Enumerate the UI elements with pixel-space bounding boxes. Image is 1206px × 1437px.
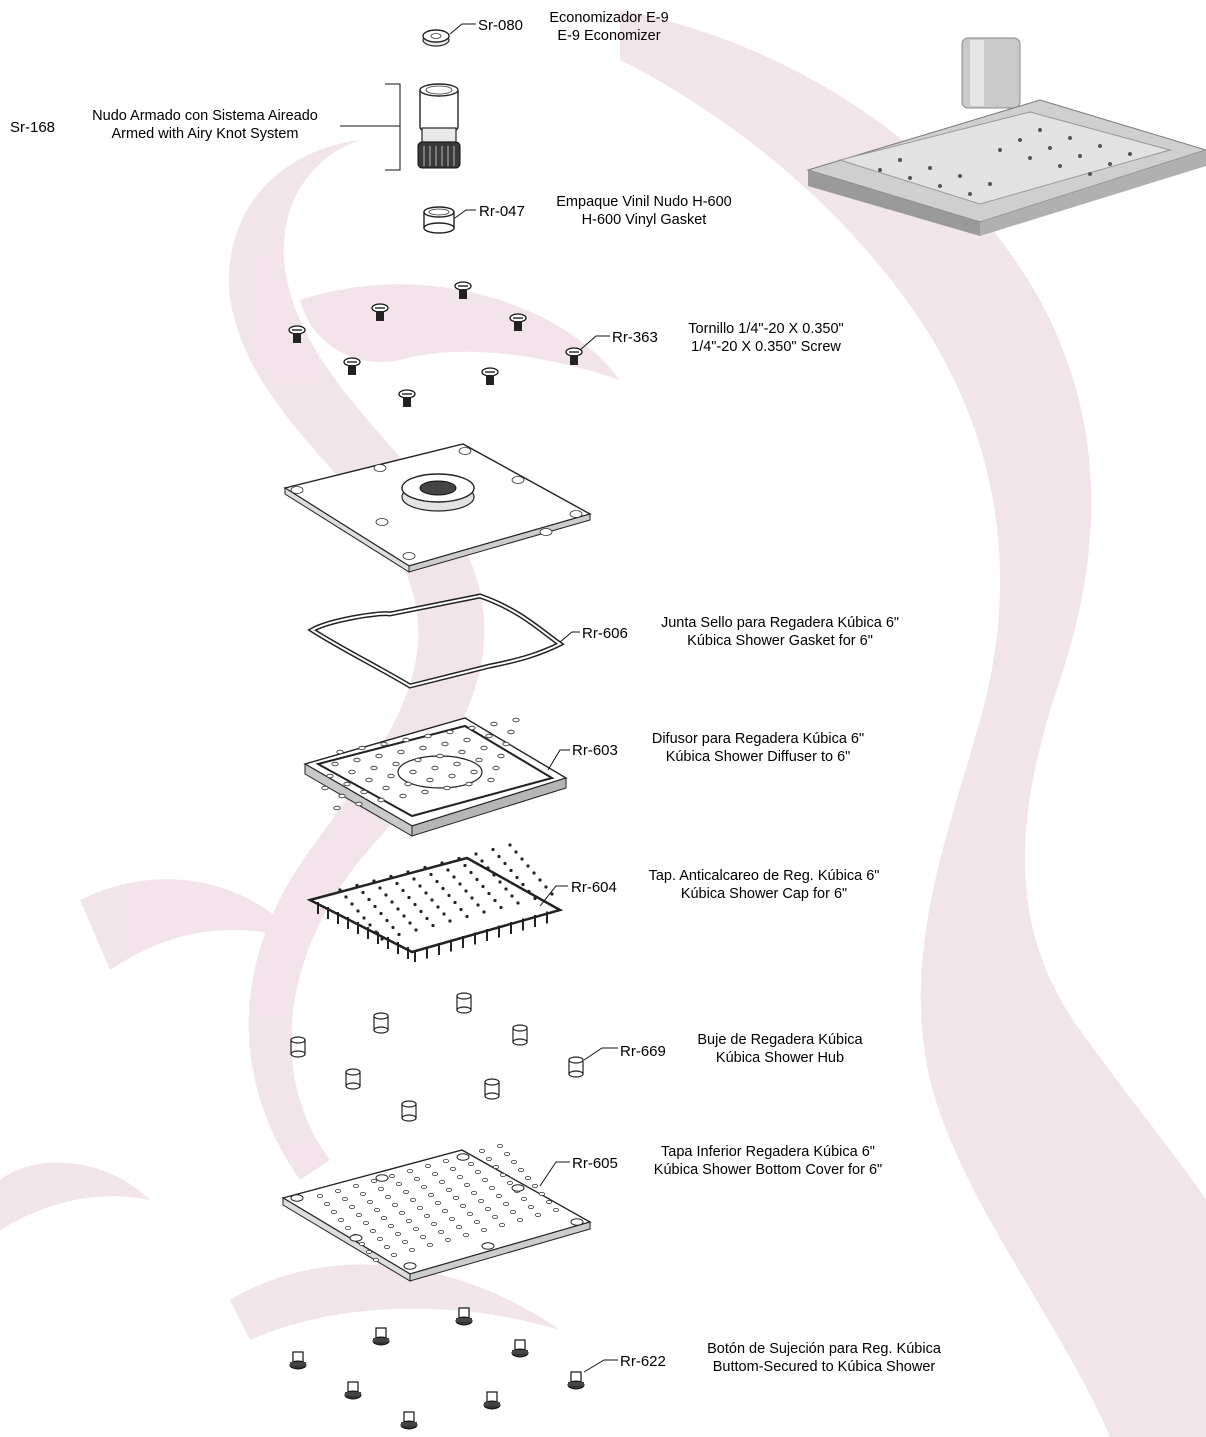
hub-icon (290, 1036, 306, 1058)
part-name-en-rr-605: Kúbica Shower Bottom Cover for 6" (654, 1162, 882, 1178)
hub-icon (568, 1056, 584, 1078)
screws-group (288, 281, 583, 407)
button-icon (511, 1339, 529, 1358)
part-name-es-rr-669: Buje de Regadera Kúbica (697, 1032, 863, 1048)
button-icon (400, 1411, 418, 1430)
button-icon (483, 1391, 501, 1410)
part-name-en-rr-622: Buttom-Secured to Kúbica Shower (713, 1359, 936, 1375)
part-name-en-rr-669: Kúbica Shower Hub (716, 1050, 844, 1066)
part-code-sr-080: Sr-080 (478, 17, 523, 34)
part-name-es-sr-168: Nudo Armado con Sistema Aireado (92, 108, 318, 124)
screw-icon (565, 347, 583, 365)
part-code-rr-606: Rr-606 (582, 625, 628, 642)
hub-icon (401, 1100, 417, 1122)
part-name-es-rr-047: Empaque Vinil Nudo H-600 (556, 194, 731, 210)
part-name-es-sr-080: Economizador E-9 (549, 10, 668, 26)
hubs-group (290, 992, 584, 1122)
top-plate-part (283, 443, 592, 573)
part-name-es-rr-363: Tornillo 1/4"-20 X 0.350" (688, 321, 843, 337)
part-code-rr-604: Rr-604 (571, 879, 617, 896)
part-name-en-rr-363: 1/4"-20 X 0.350" Screw (691, 339, 841, 355)
part-name-es-rr-603: Difusor para Regadera Kúbica 6" (652, 731, 864, 747)
economizer-part (422, 29, 450, 47)
button-icon (455, 1307, 473, 1326)
screw-icon (343, 357, 361, 375)
part-code-rr-603: Rr-603 (572, 742, 618, 759)
screw-icon (371, 303, 389, 321)
button-icon (372, 1327, 390, 1346)
button-icon (289, 1351, 307, 1370)
part-name-es-rr-606: Junta Sello para Regadera Kúbica 6" (661, 615, 899, 631)
hub-icon (456, 992, 472, 1014)
shower-gasket-part (307, 593, 565, 689)
screw-icon (288, 325, 306, 343)
part-code-rr-669: Rr-669 (620, 1043, 666, 1060)
screw-icon (454, 281, 472, 299)
part-name-es-rr-604: Tap. Anticalcareo de Reg. Kúbica 6" (649, 868, 880, 884)
watermark-logo (0, 10, 1206, 1437)
button-icon (567, 1371, 585, 1390)
part-name-en-rr-604: Kúbica Shower Cap for 6" (681, 886, 847, 902)
part-code-sr-168: Sr-168 (10, 119, 55, 136)
assembled-shower-photo (806, 37, 1206, 236)
button-icon (344, 1381, 362, 1400)
hub-icon (512, 1024, 528, 1046)
part-name-es-rr-605: Tapa Inferior Regadera Kúbica 6" (661, 1144, 875, 1160)
vinyl-gasket-part (423, 206, 455, 234)
hub-icon (345, 1068, 361, 1090)
part-name-es-rr-622: Botón de Sujeción para Reg. Kúbica (707, 1341, 942, 1357)
part-name-en-sr-080: E-9 Economizer (557, 28, 660, 44)
buttons-group (289, 1307, 585, 1430)
bottom-cover-part (281, 1144, 592, 1282)
part-name-en-sr-168: Armed with Airy Knot System (112, 126, 299, 142)
part-name-en-rr-047: H-600 Vinyl Gasket (582, 212, 707, 228)
part-name-en-rr-603: Kúbica Shower Diffuser to 6" (666, 749, 851, 765)
diffuser-part (303, 717, 568, 837)
screw-icon (481, 367, 499, 385)
part-code-rr-622: Rr-622 (620, 1353, 666, 1370)
screw-icon (509, 313, 527, 331)
screw-icon (398, 389, 416, 407)
part-name-en-rr-606: Kúbica Shower Gasket for 6" (687, 633, 873, 649)
part-code-rr-605: Rr-605 (572, 1155, 618, 1172)
hub-icon (373, 1012, 389, 1034)
anticalc-cap-part (306, 843, 564, 962)
part-code-rr-047: Rr-047 (479, 203, 525, 220)
hub-icon (484, 1078, 500, 1100)
knot-assembly-part (417, 83, 461, 169)
part-code-rr-363: Rr-363 (612, 329, 658, 346)
